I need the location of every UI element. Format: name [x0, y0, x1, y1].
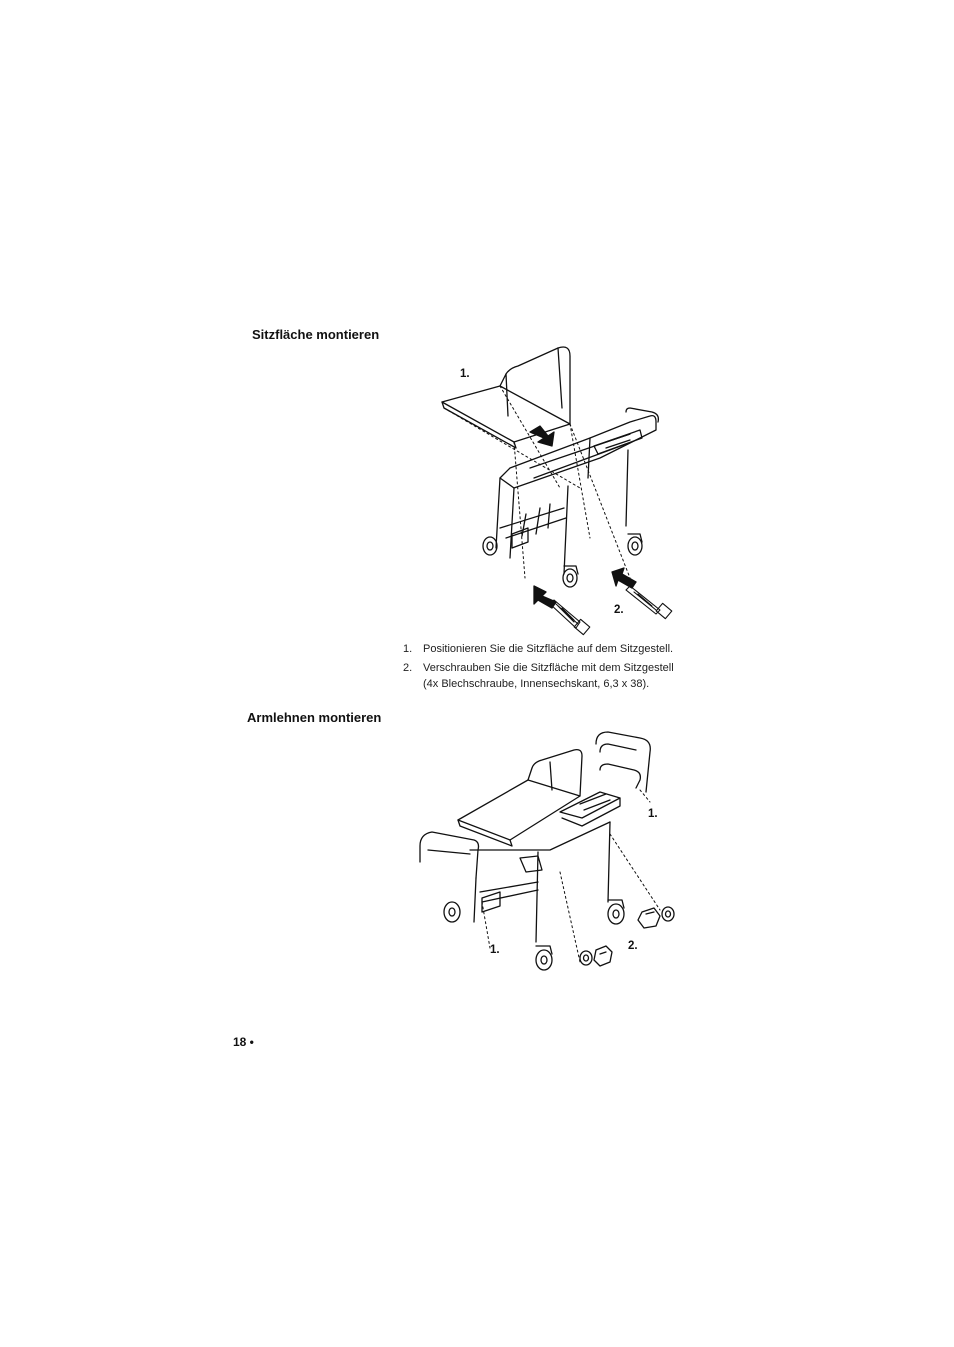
seat-assembly-illustration: 1. 2. [430, 338, 690, 638]
instruction-number: 2. [403, 662, 413, 674]
instruction-text: Positionieren Sie die Sitzfläche auf dem… [423, 643, 674, 655]
figure-label-step1-bottom: 1. [490, 944, 500, 956]
figure-label-step2: 2. [628, 940, 638, 952]
section-heading-armrests: Armlehnen montieren [247, 710, 382, 725]
instruction-text: Verschrauben Sie die Sitzfläche mit dem … [423, 662, 674, 674]
instruction-list: 1. Positionieren Sie die Sitzfläche auf … [403, 641, 723, 695]
armrest-assembly-illustration: 1. 1. 2. [410, 722, 690, 980]
instruction-item: 1. Positionieren Sie die Sitzfläche auf … [403, 641, 723, 657]
figure-label-step1: 1. [460, 368, 470, 380]
page-number: 18 • [233, 1035, 254, 1049]
section-heading-seat: Sitzfläche montieren [252, 327, 380, 342]
figure-label-step2: 2. [614, 604, 624, 616]
instruction-item: 2. Verschrauben Sie die Sitzfläche mit d… [403, 660, 723, 692]
instruction-text-continued: (4x Blechschraube, Innensechskant, 6,3 x… [423, 678, 650, 690]
figure-label-step1-top: 1. [648, 808, 658, 820]
instruction-number: 1. [403, 643, 413, 655]
